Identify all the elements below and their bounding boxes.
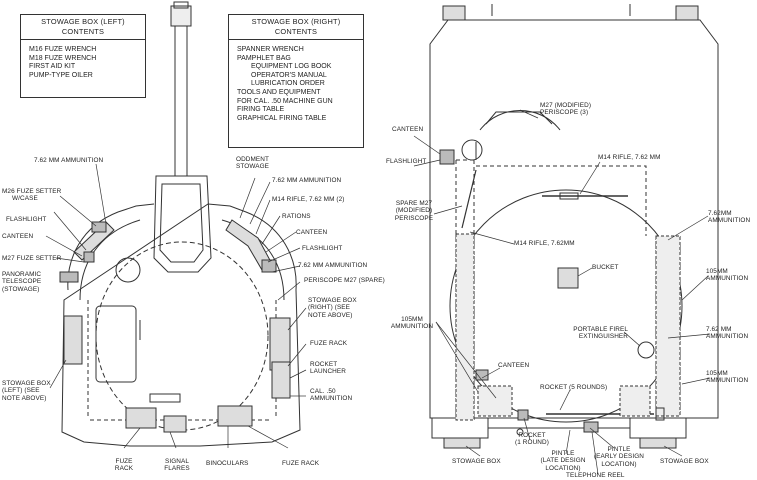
label-r-stowage-box-left: STOWAGE BOX	[452, 458, 501, 465]
label-r-flashlight: FLASHLIGHT	[386, 158, 427, 165]
label-ammo-762-top: 7.62 MM AMMUNITION	[272, 177, 342, 184]
label-r-spare-periscope: SPARE M27(MODIFIED)PERISCOPE	[394, 200, 434, 222]
box-right-title-line1: STOWAGE BOX (RIGHT)	[251, 17, 341, 26]
label-m27-fuze-setter: M27 FUZE SETTER	[2, 255, 62, 262]
box-right-item: LUBRICATION ORDER	[251, 80, 325, 88]
box-left-title: STOWAGE BOX (LEFT) CONTENTS	[21, 15, 145, 37]
leaders-right	[413, 109, 711, 475]
box-left-title-line1: STOWAGE BOX (LEFT)	[41, 17, 125, 26]
box-right-item: SPANNER WRENCH	[237, 46, 304, 53]
label-canteen: CANTEEN	[2, 233, 34, 240]
stowage-box-right-contents: STOWAGE BOX (RIGHT) CONTENTS SPANNER WRE…	[228, 14, 364, 148]
label-r-rocket-5: ROCKET (5 ROUNDS)	[540, 384, 608, 391]
box-right-item: PAMPHLET BAG	[237, 54, 291, 62]
box-right-item: GRAPHICAL FIRING TABLE	[237, 114, 327, 122]
label-fuze-rack-bottom-right: FUZE RACK	[282, 460, 320, 467]
hull-outline	[429, 4, 719, 449]
box-left-item: M18 FUZE WRENCH	[29, 54, 97, 62]
box-left-item: FIRST AID KIT	[29, 63, 76, 71]
label-r-bucket: BUCKET	[592, 264, 619, 271]
box-right-title: STOWAGE BOX (RIGHT) CONTENTS	[229, 15, 363, 37]
box-left-title-line2: CONTENTS	[61, 27, 105, 36]
box-right-title-line2: CONTENTS	[274, 27, 318, 36]
label-r-m14-rifle-mid: M14 RIFLE, 7.62MM	[514, 240, 575, 247]
label-periscope-spare: PERISCOPE M27 (SPARE)	[304, 277, 385, 284]
label-fuze-rack-right: FUZE RACK	[310, 340, 348, 347]
label-flashlight-right: FLASHLIGHT	[302, 245, 343, 252]
box-left-item: M16 FUZE WRENCH	[29, 46, 97, 53]
label-ammo-762-left: 7.62 MM AMMUNITION	[34, 157, 104, 164]
box-left-item: PUMP-TYPE OILER	[29, 71, 93, 79]
box-right-item: TOOLS AND EQUIPMENT	[237, 88, 321, 96]
box-right-item: OPERATOR'S MANUAL	[251, 71, 327, 79]
label-r-stowage-box-right: STOWAGE BOX	[660, 458, 709, 465]
label-ammo-762-right: 7.62 MM AMMUNITION	[298, 262, 368, 269]
label-r-canteen-bottom: CANTEEN	[498, 362, 530, 369]
label-flashlight: FLASHLIGHT	[6, 216, 47, 223]
box-right-item: FIRING TABLE	[237, 106, 285, 114]
stowage-box-left-contents: STOWAGE BOX (LEFT) CONTENTS M16 FUZE WRE…	[20, 14, 146, 98]
box-right-item: EQUIPMENT LOG BOOK	[251, 63, 332, 71]
label-r-m14-rifle-top: M14 RIFLE, 7.62 MM	[598, 154, 661, 161]
label-r-m27-periscope: M27 (MODIFIED)PERISCOPE (3)	[540, 102, 592, 117]
label-rations: RATIONS	[282, 213, 311, 220]
leaders-left	[45, 163, 307, 449]
label-r-canteen-top: CANTEEN	[392, 126, 424, 133]
label-m14-rifle-2: M14 RIFLE, 7.62 MM (2)	[272, 196, 345, 203]
label-r-rocket-1: ROCKET(1 ROUND)	[515, 432, 549, 447]
label-r-telephone-reel: TELEPHONE REEL	[566, 472, 625, 479]
label-binoculars: BINOCULARS	[206, 460, 249, 467]
label-canteen-right: CANTEEN	[296, 229, 328, 236]
box-right-item: FOR CAL. .50 MACHINE GUN	[237, 97, 333, 105]
